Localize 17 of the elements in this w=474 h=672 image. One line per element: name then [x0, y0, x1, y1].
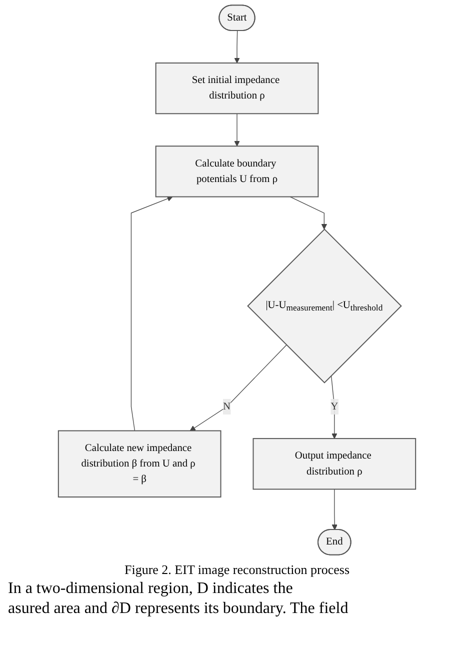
- body-text-line: In a two-dimensional region, D indicates the: [8, 580, 294, 598]
- node-box: Set initial impedance distribution ρ: [155, 62, 319, 114]
- arrow: [130, 196, 173, 432]
- node-diamond: |U-U$_{measurement}$| <U$_{threshold}$: [247, 228, 402, 384]
- arrow: [330, 375, 338, 439]
- body-text-line: asured area and ∂D represents its boundary. The field: [8, 600, 350, 618]
- arrow: [234, 30, 240, 64]
- figure-caption: Figure 2. EIT image reconstruction process: [123, 562, 351, 578]
- node-box: Output impedance distribution ρ: [252, 438, 416, 490]
- arrow: [332, 488, 338, 530]
- arrow: [290, 196, 328, 230]
- arrow: [190, 344, 287, 432]
- node-box: Calculate new impedance distribution β from U and ρ = β: [58, 430, 222, 498]
- node-box: Calculate boundary potentials U from ρ: [155, 146, 319, 198]
- edge-label: N: [222, 400, 231, 412]
- edge-label: Y: [330, 400, 338, 412]
- arrow: [234, 113, 240, 146]
